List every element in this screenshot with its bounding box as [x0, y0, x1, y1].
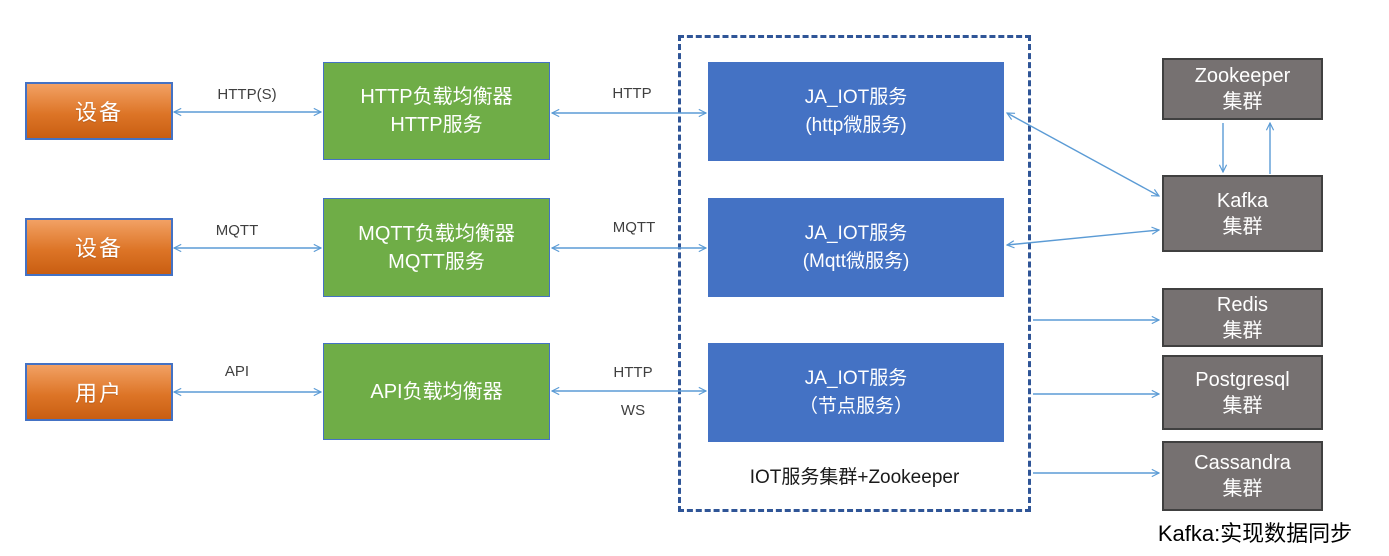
node-zookeeper-cluster: Zookeeper 集群 — [1162, 58, 1323, 120]
node-http-load-balancer-line1: HTTP负载均衡器 — [360, 86, 513, 108]
node-redis-cluster-line1: Redis — [1216, 293, 1269, 316]
node-device-1: 设备 — [25, 82, 173, 140]
node-api-load-balancer: API负载均衡器 — [323, 343, 550, 440]
node-device-2: 设备 — [25, 218, 173, 276]
node-mqtt-load-balancer: MQTT负载均衡器 MQTT服务 — [323, 198, 550, 297]
node-cassandra-cluster-line2: 集群 — [1222, 478, 1263, 500]
node-device-1-label: 设备 — [74, 100, 123, 125]
edge-label-api: API — [224, 363, 250, 380]
edge-label-ws: WS — [620, 402, 646, 419]
node-zookeeper-cluster-line2: 集群 — [1222, 91, 1263, 113]
node-ja-iot-http-service-line1: JA_IOT服务 — [804, 86, 908, 108]
node-postgresql-cluster-line1: Postgresql — [1195, 368, 1290, 391]
node-ja-iot-node-service: JA_IOT服务 （节点服务） — [708, 343, 1004, 442]
edge-label-http-node: HTTP — [613, 364, 653, 381]
node-kafka-cluster: Kafka 集群 — [1162, 175, 1323, 252]
iot-service-container — [678, 35, 1031, 512]
node-http-load-balancer: HTTP负载均衡器 HTTP服务 — [323, 62, 550, 160]
node-ja-iot-node-service-line1: JA_IOT服务 — [804, 367, 908, 389]
node-zookeeper-cluster-line1: Zookeeper — [1194, 65, 1291, 87]
node-user: 用户 — [25, 363, 173, 421]
node-ja-iot-http-service: JA_IOT服务 (http微服务) — [708, 62, 1004, 161]
edge-label-mqtt-mid: MQTT — [612, 219, 656, 236]
node-cassandra-cluster: Cassandra 集群 — [1162, 441, 1323, 511]
node-redis-cluster-line2: 集群 — [1222, 319, 1263, 342]
container-label: IOT服务集群+Zookeeper — [749, 467, 960, 488]
node-cassandra-cluster-line1: Cassandra — [1194, 452, 1291, 474]
node-mqtt-load-balancer-line1: MQTT负载均衡器 — [358, 222, 515, 245]
edge-label-https: HTTP(S) — [217, 86, 277, 103]
node-device-2-label: 设备 — [74, 236, 123, 261]
node-ja-iot-mqtt-service-line1: JA_IOT服务 — [804, 222, 908, 244]
node-user-label: 用户 — [74, 381, 123, 406]
node-ja-iot-mqtt-service-line2: (Mqtt微服务) — [802, 250, 910, 272]
edge-label-http-mid: HTTP — [612, 85, 652, 102]
node-kafka-cluster-line2: 集群 — [1222, 215, 1263, 238]
edge-label-mqtt-left: MQTT — [215, 222, 259, 239]
node-ja-iot-http-service-line2: (http微服务) — [805, 114, 907, 136]
node-postgresql-cluster: Postgresql 集群 — [1162, 355, 1323, 430]
node-ja-iot-node-service-line2: （节点服务） — [798, 395, 913, 417]
node-mqtt-load-balancer-line2: MQTT服务 — [388, 250, 485, 273]
node-http-load-balancer-line2: HTTP服务 — [390, 114, 483, 136]
node-kafka-cluster-line1: Kafka — [1216, 189, 1269, 212]
node-redis-cluster: Redis 集群 — [1162, 288, 1323, 347]
node-postgresql-cluster-line2: 集群 — [1222, 394, 1263, 417]
kafka-footnote: Kafka:实现数据同步 — [1157, 521, 1353, 546]
node-ja-iot-mqtt-service: JA_IOT服务 (Mqtt微服务) — [708, 198, 1004, 297]
node-api-load-balancer-line1: API负载均衡器 — [370, 380, 503, 403]
